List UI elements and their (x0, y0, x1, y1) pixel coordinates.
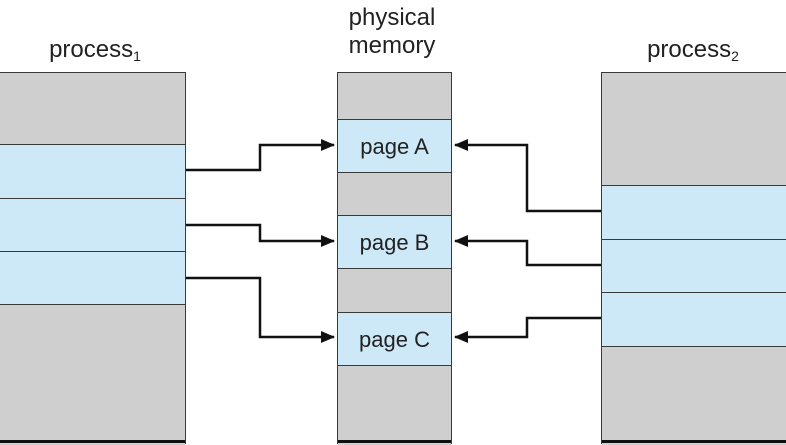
arrow-p2-page-c (454, 316, 601, 343)
process2-unused-bottom (602, 346, 786, 445)
process1-page-b (0, 198, 185, 252)
memory-frame-6 (338, 365, 451, 445)
process2-unused-top (602, 73, 786, 186)
physical-memory-label-line1: physical (348, 4, 436, 31)
process2-page-a (602, 185, 786, 240)
process2-address-space (601, 72, 786, 445)
process2-page-c (602, 292, 786, 347)
page-c-label: page C (359, 326, 430, 352)
arrow-p2-page-a (454, 139, 601, 213)
arrow-p1-page-b (186, 223, 335, 247)
process1-unused-bottom (0, 304, 185, 445)
process1-address-space (0, 72, 186, 445)
memory-frame-page-a: page A (338, 119, 451, 173)
physical-memory-label-line2: memory (348, 32, 436, 59)
page-b-label: page B (359, 229, 430, 255)
process1-page-c (0, 251, 185, 305)
process2-label: process2 (647, 36, 739, 64)
arrow-p1-page-a (186, 139, 335, 172)
arrow-p2-page-b (454, 235, 601, 267)
arrow-p1-page-c (186, 276, 335, 343)
physical-memory-label: physical memory (330, 4, 454, 60)
process1-page-a (0, 144, 185, 199)
physical-memory: page A page B page C (337, 72, 452, 445)
page-a-label: page A (360, 133, 429, 159)
process1-unused-top (0, 73, 185, 145)
process2-page-b (602, 239, 786, 293)
memory-frame-0 (338, 73, 451, 120)
memory-frame-page-b: page B (338, 215, 451, 269)
process1-label: process1 (49, 36, 141, 64)
memory-frame-2 (338, 172, 451, 216)
memory-frame-page-c: page C (338, 312, 451, 366)
memory-frame-4 (338, 268, 451, 313)
